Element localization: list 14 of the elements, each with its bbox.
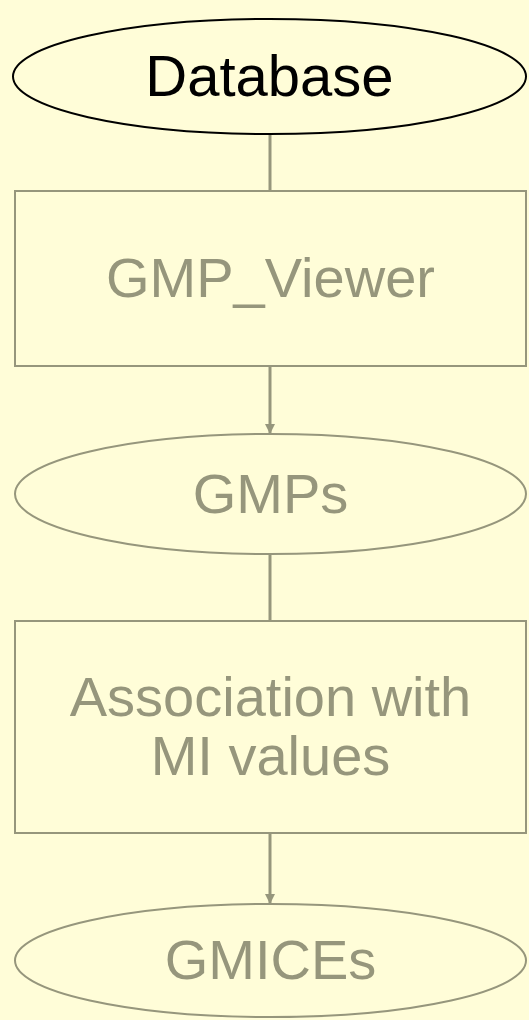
node-label: Association with MI values [68,668,473,786]
process-box [14,190,527,367]
connector-line [268,555,272,620]
node-label: GMPs [192,464,349,524]
arrow [265,367,275,434]
arrow [265,834,275,904]
ellipse-node [12,18,527,135]
node-label: Database [145,46,394,107]
process-box [14,620,527,834]
connector-line [268,135,272,190]
ellipse-node [14,903,527,1018]
node-label: GMP_Viewer [106,249,435,308]
node-label: GMICEs [164,931,377,990]
ellipse-node [14,433,527,555]
